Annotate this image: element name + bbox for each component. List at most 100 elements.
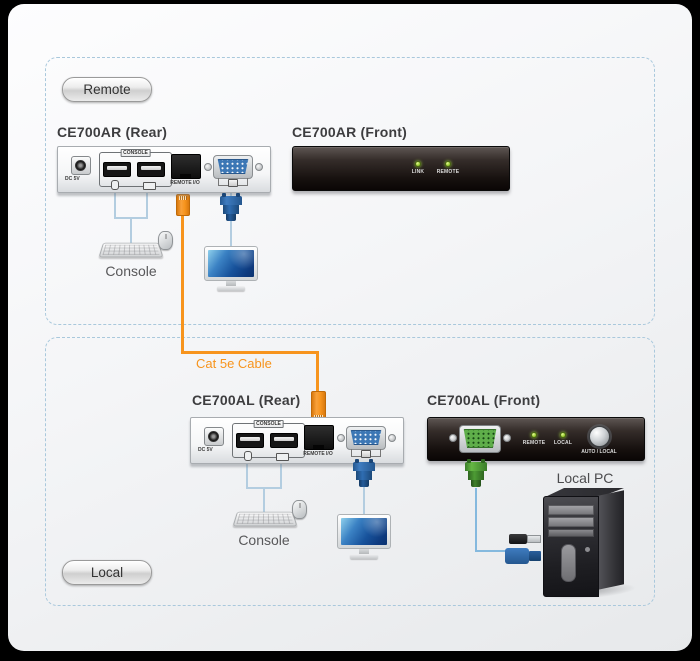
usb-plug-icon [509,533,543,545]
vga-connector-grip [220,193,242,205]
console-cable-line [130,217,132,243]
ce700ar-rear-device: DC 5V CONSOLE REMOTE I/O [57,146,271,193]
dc-power-label: DC 5V [198,447,213,453]
remote-led-label: REMOTE [436,169,460,175]
cat5e-cable-vertical [181,196,184,352]
monitor-icon [204,246,258,291]
usb-mouse-port [103,162,131,177]
pc-tower-side [597,490,624,590]
local-led-icon [560,432,566,438]
pc-drive-bay [548,505,594,515]
remote-console-label: Console [105,263,157,279]
ce700ar-front-device: LINK REMOTE [292,146,510,191]
ce700al-front-device: REMOTE LOCAL AUTO / LOCAL [427,417,645,461]
rj45-plug-icon [176,194,190,216]
vga-connector-tip [226,214,236,221]
rj45-remote-io-port [304,425,334,450]
vga-screw-icon [449,434,457,442]
vga-connector-body [468,471,484,480]
vga-connector-body [223,205,239,214]
vga-plug-icon [505,548,541,564]
usb-cable-line [280,461,282,488]
monitor-icon [351,449,381,458]
monitor-icon [337,514,391,559]
remote-led-icon [445,161,451,167]
kvm-cable-line [475,550,507,552]
mouse-icon [292,500,307,519]
vga-screw-icon [337,434,345,442]
vga-screw-icon [503,434,511,442]
keyboard-icon [232,511,298,527]
vga-monitor-port [213,155,253,179]
vga-port-pins [217,159,249,174]
vga-plug-tip [529,551,541,561]
pc-drive-bay [548,517,594,527]
monitor-glyph [361,450,371,458]
rj45-remote-io-port [171,154,201,179]
dc-power-hole [208,431,219,442]
remote-led-icon [531,432,537,438]
vga-connector-icon [352,459,376,487]
remote-section-frame [45,57,655,325]
remote-led-block: REMOTE [426,161,470,175]
vga-port-pins [463,429,497,448]
monitor-stand [226,281,236,286]
vga-port-pins [350,430,382,445]
ce700al-rear-device: DC 5V CONSOLE REMOTE I/O [190,417,404,464]
mouse-icon [111,180,119,190]
usb-keyboard-port [270,433,298,448]
remote-led-label: REMOTE [522,440,546,446]
console-group-label: CONSOLE [253,419,284,428]
console-cable-line [263,487,265,513]
vga-connector-body [356,471,372,480]
vga-connector-grip [353,459,375,471]
vga-plug-body [505,548,529,564]
remote-led-block: REMOTE [512,432,556,446]
kvm-cable-line [475,488,477,552]
cat5e-cable-vertical [316,351,319,395]
auto-local-button-label: AUTO / LOCAL [581,449,617,455]
keyboard-icon [98,242,164,258]
vga-screw-icon [255,163,263,171]
dc-power-label: DC 5V [65,176,80,182]
auto-local-button [589,426,610,447]
vga-connector-grip [465,459,487,471]
local-section-label: Local [62,560,152,585]
monitor-stand [359,549,369,554]
pc-tower-top [543,488,624,498]
kvm-pc-port [459,425,501,453]
console-group-label: CONSOLE [120,148,151,157]
ce700ar-rear-title: CE700AR (Rear) [57,124,168,140]
kvm-connector-icon [464,459,488,487]
link-led-icon [415,161,421,167]
monitor-icon [218,178,248,187]
local-led-block: LOCAL [541,432,585,446]
link-led-block: LINK [396,161,440,175]
monitor-frame [204,246,258,281]
dc-power-jack [71,156,91,175]
dc-power-jack [204,427,224,446]
monitor-base [350,554,378,559]
vga-monitor-port [346,426,386,450]
vga-screw-icon [204,163,212,171]
keyboard-icon [276,452,289,461]
ce700al-front-title: CE700AL (Front) [427,392,541,408]
usb-keyboard-port [137,162,165,177]
vga-screw-icon [388,434,396,442]
usb-plug-tip [527,535,541,543]
ce700ar-front-title: CE700AR (Front) [292,124,408,140]
local-pc-label: Local PC [556,470,614,486]
remote-section-label: Remote [62,77,152,102]
usb-cable-line [246,461,248,488]
vga-connector-tip [359,480,369,487]
vga-connector-icon [219,193,243,221]
vga-cable-line [363,461,365,517]
remote-io-label: REMOTE I/O [170,180,200,186]
pc-vent [561,544,576,582]
pc-power-button-icon [585,547,590,552]
monitor-frame [337,514,391,549]
usb-cable-line [114,191,116,217]
console-port-group: CONSOLE [232,419,305,461]
monitor-glyph [228,179,238,187]
